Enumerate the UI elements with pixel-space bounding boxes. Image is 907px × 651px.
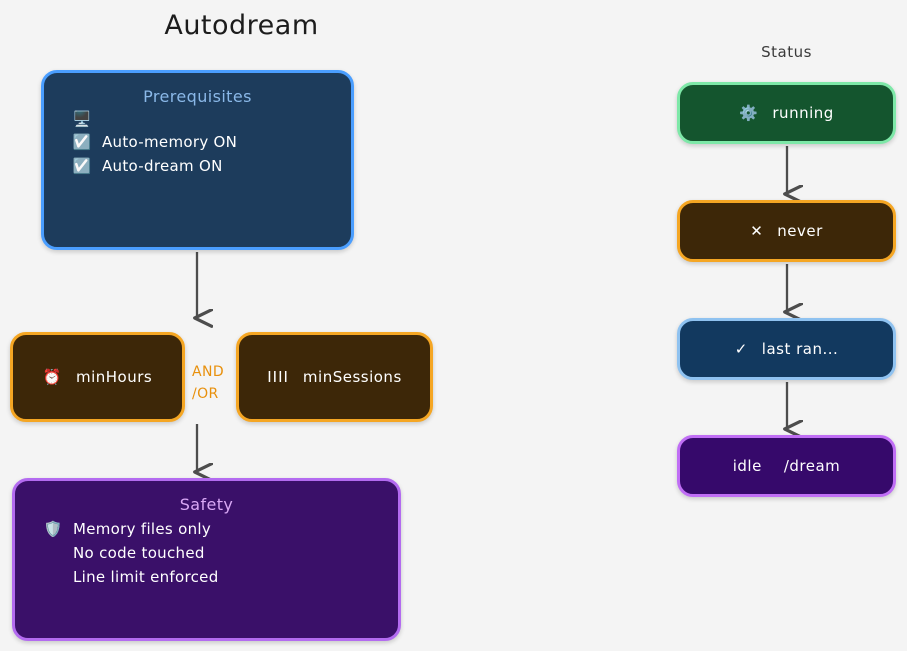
list-item: Line limit enforced (43, 568, 398, 586)
list-item: ☑️ Auto-memory ON (72, 133, 351, 151)
node-min-hours[interactable]: ⏰ minHours (10, 332, 185, 422)
checkbox-checked-icon[interactable]: ☑️ (72, 132, 92, 151)
node-min-sessions-content: IIII minSessions (239, 368, 430, 386)
check-icon: ✓ (734, 340, 748, 358)
list-item: 🛡️ Memory files only (43, 520, 398, 538)
node-prerequisites-lines: 🖥️ ☑️ Auto-memory ON ☑️ Auto-dream ON (44, 112, 351, 176)
desktop-computer-icon: 🖥️ (72, 110, 92, 128)
node-min-sessions-label: minSessions (302, 368, 402, 386)
node-safety-title: Safety (179, 495, 234, 514)
list-item-label: Auto-dream ON (102, 157, 223, 175)
node-min-hours-content: ⏰ minHours (13, 368, 182, 386)
status-node-never[interactable]: ✕ never (677, 200, 896, 262)
status-node-never-content: ✕ never (680, 222, 893, 240)
node-prerequisites-title: Prerequisites (143, 87, 252, 106)
tally-marks-icon: IIII (267, 368, 289, 386)
status-node-running[interactable]: ⚙️ running (677, 82, 896, 144)
status-node-running-label: running (772, 104, 834, 122)
node-min-hours-label: minHours (75, 368, 153, 386)
shield-icon: 🛡️ (43, 519, 63, 538)
list-item: No code touched (43, 544, 398, 562)
gear-icon: ⚙️ (739, 104, 759, 122)
status-node-idle-state: idle (732, 457, 762, 475)
cross-icon: ✕ (750, 222, 764, 240)
status-node-last-ran-content: ✓ last ran... (680, 340, 893, 358)
checkbox-checked-icon[interactable]: ☑️ (72, 156, 92, 175)
connector-label-line-2: /OR (192, 386, 219, 402)
node-safety[interactable]: Safety 🛡️ Memory files only No code touc… (12, 478, 401, 641)
node-min-sessions[interactable]: IIII minSessions (236, 332, 433, 422)
list-item-label: Line limit enforced (73, 568, 219, 586)
status-heading: Status (761, 43, 812, 61)
status-node-running-content: ⚙️ running (680, 104, 893, 122)
status-node-idle-command: /dream (783, 457, 841, 475)
list-item: ☑️ Auto-dream ON (72, 157, 351, 175)
list-item-label: Auto-memory ON (102, 133, 238, 151)
diagram-title: Autodream (164, 10, 319, 41)
status-node-last-ran[interactable]: ✓ last ran... (677, 318, 896, 380)
node-safety-lines: 🛡️ Memory files only No code touched Lin… (15, 520, 398, 586)
list-item-label: No code touched (73, 544, 205, 562)
status-node-last-ran-label: last ran... (761, 340, 839, 358)
connector-label-and-or: AND /OR (192, 361, 232, 405)
connector-label-line-1: AND (192, 364, 225, 380)
list-item: 🖥️ (72, 112, 351, 127)
status-node-never-label: never (777, 222, 823, 240)
status-node-idle-content: idle /dream (680, 457, 893, 475)
list-item-label: Memory files only (73, 520, 212, 538)
status-node-idle[interactable]: idle /dream (677, 435, 896, 497)
alarm-clock-icon: ⏰ (42, 368, 62, 386)
node-prerequisites[interactable]: Prerequisites 🖥️ ☑️ Auto-memory ON ☑️ Au… (41, 70, 354, 250)
